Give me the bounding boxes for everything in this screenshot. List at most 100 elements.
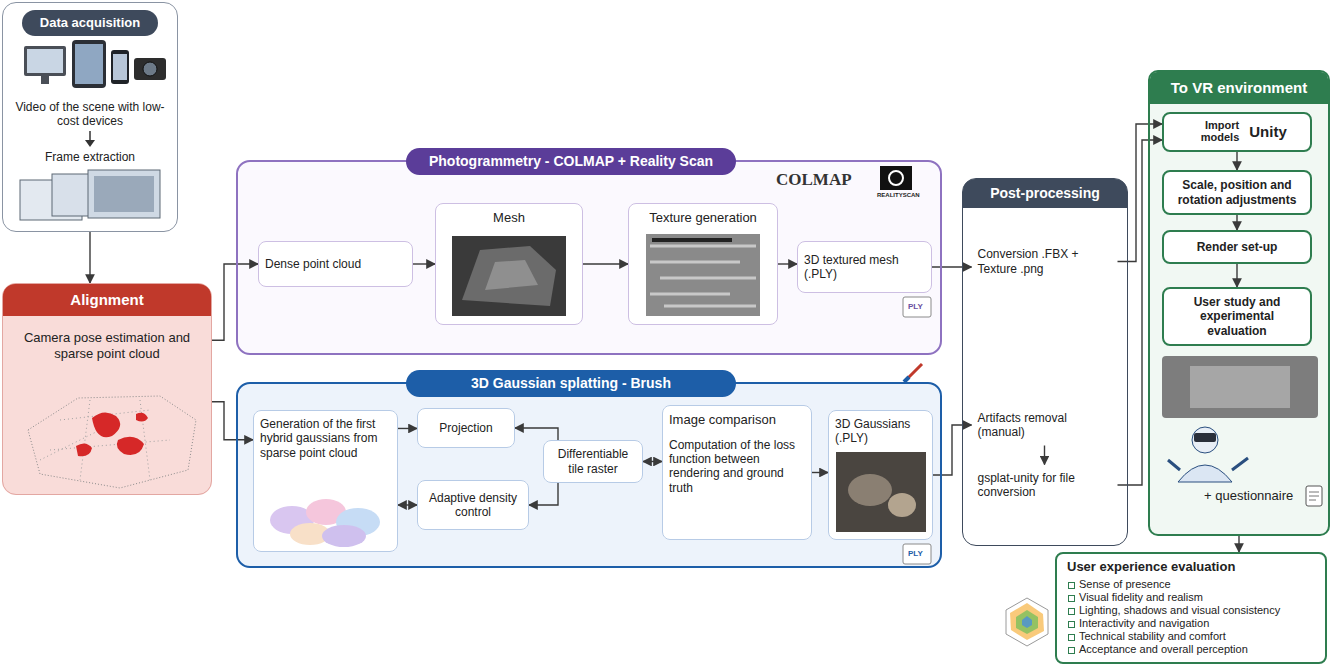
- point-cloud: [40, 400, 170, 480]
- camera-lens: [143, 62, 157, 76]
- realityscan-logo: [880, 166, 912, 190]
- vr-headset: [1194, 433, 1216, 442]
- box-text: Adaptive density control: [424, 491, 522, 520]
- box-text: Frame extraction: [11, 150, 169, 164]
- process-box: Dense point cloud: [258, 241, 413, 287]
- tablet-screen: [75, 44, 103, 84]
- output-box: 3D textured mesh (.PLY): [797, 241, 932, 293]
- process-box: Mesh: [435, 203, 583, 325]
- box-text: Artifacts removal (manual): [978, 411, 1112, 440]
- splatting-panel: 3D Gaussian splatting - BrushGeneration …: [236, 382, 942, 568]
- radar-chart: [1022, 616, 1032, 628]
- box-text: Generation of the first hybrid gaussians…: [260, 417, 391, 460]
- step-text: Conversion .FBX + Texture .png: [972, 240, 1118, 284]
- bullet-item: Visual fidelity and realism: [1067, 591, 1315, 604]
- box-text: Projection: [424, 421, 508, 435]
- step-text: Artifacts removal (manual): [972, 405, 1118, 446]
- mesh-render: [452, 236, 566, 316]
- texture-atlas: [646, 234, 760, 316]
- gaussian-render: [836, 452, 926, 532]
- gaussian-render: [888, 493, 916, 517]
- bullet-item: Sense of presence: [1067, 578, 1315, 591]
- connector: [398, 504, 417, 505]
- connector: [515, 428, 558, 440]
- box-text: Import models: [1187, 120, 1239, 143]
- panel-title: Post-processing: [963, 179, 1127, 208]
- connector: [1236, 215, 1237, 230]
- connector: [212, 402, 253, 440]
- panel-title: To VR environment: [1150, 72, 1328, 104]
- box-text: Dense point cloud: [265, 257, 406, 271]
- logo-text: REALITYSCAN: [877, 192, 920, 199]
- vr-scene: [1190, 366, 1290, 408]
- tablet: [72, 40, 106, 88]
- box-text: Differentiable tile raster: [550, 447, 636, 476]
- process-box: Texture generation: [628, 203, 778, 325]
- alignment-panel: AlignmentCamera pose estimation and spar…: [2, 283, 212, 495]
- connector: [1238, 536, 1239, 552]
- connector: [812, 472, 828, 473]
- texture-atlas: [652, 238, 732, 242]
- box-text: Conversion .FBX + Texture .png: [978, 247, 1112, 276]
- output-box: 3D Gaussians (.PLY): [828, 410, 933, 540]
- bullet-item: Technical stability and comfort: [1067, 630, 1315, 643]
- mesh-render: [462, 246, 556, 306]
- logo-text: COLMAP: [776, 170, 852, 190]
- monitor-stand: [41, 76, 49, 84]
- box-text: 3D Gaussians (.PLY): [835, 417, 926, 446]
- evaluation-box: User experience evaluationSense of prese…: [1055, 552, 1327, 664]
- process-box: Adaptive density control: [417, 480, 529, 530]
- file-icon: [903, 544, 931, 564]
- realityscan-logo: [889, 171, 903, 185]
- step-box: Render set-up: [1162, 230, 1312, 264]
- box-text: User study and experimental evaluation: [1170, 295, 1304, 338]
- box-text: Computation of the loss function between…: [669, 438, 805, 496]
- connector: [529, 483, 558, 505]
- bullet-item: Lighting, shadows and visual consistency: [1067, 604, 1315, 617]
- brush-icon: [908, 364, 922, 378]
- box-text: Unity: [1249, 123, 1287, 141]
- phone: [111, 50, 129, 84]
- note-text: + questionnaire: [1204, 488, 1293, 504]
- box-text: Render set-up: [1170, 240, 1304, 254]
- frame: [88, 170, 160, 218]
- vr-controller: [1168, 458, 1248, 470]
- step-text: gsplat-unity for file conversion: [972, 465, 1118, 506]
- box-text: gsplat-unity for file conversion: [978, 471, 1112, 500]
- bullet-item: Interactivity and navigation: [1067, 617, 1315, 630]
- radar-chart: [1006, 598, 1048, 646]
- box-text: 3D textured mesh (.PLY): [804, 253, 925, 282]
- connector: [89, 232, 90, 283]
- box-text: Mesh: [442, 210, 576, 226]
- box-text: Texture generation: [635, 210, 771, 226]
- step-box: User study and experimental evaluation: [1162, 287, 1312, 346]
- panel-title: Alignment: [3, 284, 211, 316]
- connector: [398, 428, 417, 429]
- vr-user: [1192, 427, 1218, 453]
- radar-chart: [1016, 610, 1038, 634]
- connector: [643, 461, 662, 462]
- step-box: Scale, position and rotation adjustments: [1162, 170, 1312, 215]
- flow-arrowhead: [85, 140, 95, 147]
- point-cloud: [28, 396, 196, 488]
- step-box: Import models Unity: [1162, 112, 1312, 152]
- box-text: Scale, position and rotation adjustments: [1170, 178, 1304, 207]
- connector: [1236, 264, 1237, 287]
- clipboard-icon: [1306, 486, 1322, 506]
- mesh-render: [485, 260, 538, 290]
- file-badge: PLY: [908, 302, 923, 312]
- connector: [1044, 446, 1045, 465]
- clipboard-icon: [1309, 492, 1319, 500]
- vr-user: [1178, 465, 1232, 482]
- connector: [1236, 152, 1237, 170]
- box-heading: User experience evaluation: [1067, 559, 1315, 575]
- camera-poses: [76, 412, 148, 456]
- panel-title: Data acquisition: [22, 10, 158, 36]
- postprocess-panel: Post-processingConversion .FBX + Texture…: [962, 178, 1128, 546]
- box-text: Video of the scene with low-cost devices: [11, 100, 169, 129]
- input-panel: Data acquisitionVideo of the scene with …: [2, 2, 178, 232]
- radar-chart: [1010, 603, 1044, 640]
- connector: [778, 263, 797, 264]
- connector: [933, 425, 972, 475]
